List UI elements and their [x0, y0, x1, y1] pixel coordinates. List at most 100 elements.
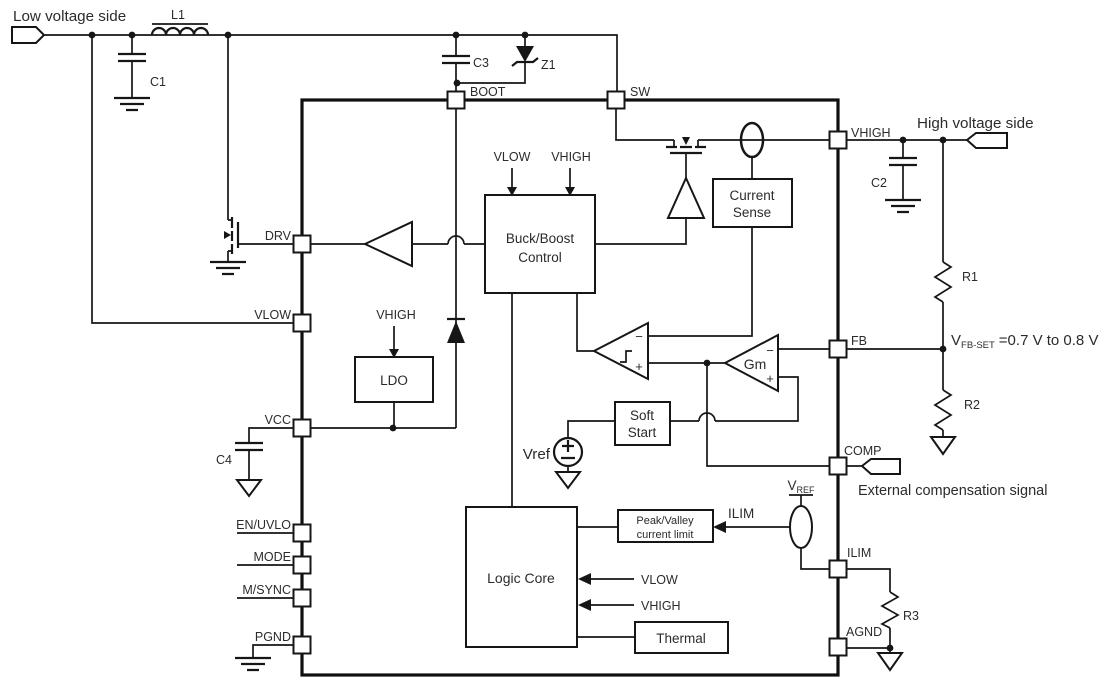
pin-agnd: [828, 637, 848, 657]
logic-vhigh-label: VHIGH: [641, 599, 681, 613]
logic-vlow-label: VLOW: [641, 573, 678, 587]
label-c4: C4: [216, 453, 232, 467]
arrowhead: [578, 599, 591, 611]
hysteresis-icon: [620, 350, 632, 363]
resistor-r1: [933, 261, 953, 303]
zener-z1: [511, 46, 539, 67]
gm-error-amplifier: Gm − +: [722, 333, 779, 393]
peak-valley-label-2: current limit: [637, 529, 694, 541]
capacitor-c1: [118, 52, 146, 63]
junction-dot: [452, 31, 460, 39]
ground-symbol: [235, 479, 263, 498]
ic-pins: [292, 90, 848, 657]
ground-symbol: [876, 652, 904, 672]
ground-symbol: [554, 471, 582, 490]
pin-labels: BOOT SW VHIGH FB COMP ILIM AGND DRV VLOW…: [236, 85, 890, 644]
junction-dot: [703, 359, 711, 367]
buck-boost-control-block: Buck/Boost Control: [484, 194, 596, 294]
high-voltage-side-label: High voltage side: [917, 115, 1034, 132]
pin-mode: [292, 555, 312, 575]
arrowhead: [507, 187, 517, 196]
pin-label-comp: COMP: [844, 444, 882, 458]
mosfet-body-arrow: [682, 137, 690, 145]
arrowhead: [713, 521, 726, 533]
high-voltage-connector: [965, 132, 1008, 149]
gm-minus: −: [766, 343, 774, 358]
pin-pgnd: [292, 635, 312, 655]
pin-label-mode: MODE: [254, 550, 292, 564]
resistor-r3: [880, 591, 900, 629]
ldo-label: LDO: [380, 373, 408, 388]
current-sense-label-1: Current: [729, 188, 774, 203]
comp-connector: [860, 458, 901, 475]
junction-dot: [939, 136, 947, 144]
pin-label-fb: FB: [851, 334, 867, 348]
low-voltage-connector: [11, 26, 46, 44]
pin-label-pgnd: PGND: [255, 630, 291, 644]
wire-hop: [698, 412, 716, 422]
signal-arrows: [389, 187, 726, 611]
gm-label: Gm: [744, 356, 767, 372]
pin-comp: [828, 456, 848, 476]
label-r2: R2: [964, 398, 980, 412]
thermal-label: Thermal: [656, 631, 706, 646]
drv-gate-driver: [362, 220, 413, 268]
junction-dot: [453, 79, 461, 87]
mosfet-body-arrow: [224, 231, 231, 239]
pin-label-vcc: VCC: [265, 413, 291, 427]
thermal-box: [634, 621, 729, 654]
arrowhead: [578, 573, 591, 585]
internal-mosfet: [666, 137, 706, 155]
ldo-block: LDO: [354, 356, 434, 403]
bootstrap-diode: [447, 317, 465, 343]
inductor-coils: [150, 26, 210, 36]
junction-dot: [128, 31, 136, 39]
ilim-arrow-label: ILIM: [728, 506, 754, 521]
wires: [44, 34, 967, 658]
arrowhead: [565, 187, 575, 196]
internal-gate-driver: [666, 175, 706, 219]
zener-triangle: [516, 46, 534, 62]
thermal-block: Thermal: [634, 621, 729, 654]
pin-en-uvlo: [292, 523, 312, 543]
logic-core-label: Logic Core: [487, 570, 555, 586]
peak-valley-box: [617, 509, 714, 543]
diode-triangle: [447, 321, 465, 343]
pwm-comparator: − +: [591, 321, 649, 381]
junction-dot: [886, 644, 894, 652]
ground-symbol: [114, 96, 150, 112]
junction-dot: [88, 31, 96, 39]
label-r1: R1: [962, 270, 978, 284]
pin-fb: [828, 339, 848, 359]
label-c3: C3: [473, 56, 489, 70]
ground-symbol: [929, 436, 957, 456]
ground-symbol: [210, 260, 246, 276]
comparator-minus: −: [635, 329, 643, 344]
soft-start-label-2: Start: [628, 425, 657, 440]
pin-label-sw: SW: [630, 85, 650, 99]
pin-ilim: [828, 559, 848, 579]
ground-symbol: [235, 656, 271, 672]
pin-label-drv: DRV: [265, 229, 292, 243]
pin-msync: [292, 588, 312, 608]
current-sense-label-2: Sense: [733, 205, 771, 220]
bb-vlow-label: VLOW: [494, 150, 531, 164]
wire-hop: [447, 235, 465, 245]
resistor-r2: [933, 389, 953, 431]
gm-triangle: [722, 333, 779, 393]
low-voltage-side-label: Low voltage side: [13, 8, 126, 25]
component-labels: L1 C1 C3 Z1 C2 C4 R1 R2 R3: [150, 8, 980, 623]
ldo-vhigh-label: VHIGH: [376, 308, 416, 322]
logic-core-box: [465, 506, 578, 648]
junction-dot: [224, 31, 232, 39]
pin-vcc: [292, 418, 312, 438]
junction-dots: [88, 31, 947, 652]
ldo-box: [354, 356, 434, 403]
gm-plus: +: [766, 371, 774, 386]
capacitor-c2: [889, 156, 917, 167]
vref-voltage-source: [552, 436, 584, 468]
ground-symbol: [885, 198, 921, 214]
soft-start-box: [614, 401, 671, 446]
vref-current-source-label: VREF: [787, 478, 815, 495]
pin-label-msync: M/SYNC: [242, 583, 291, 597]
